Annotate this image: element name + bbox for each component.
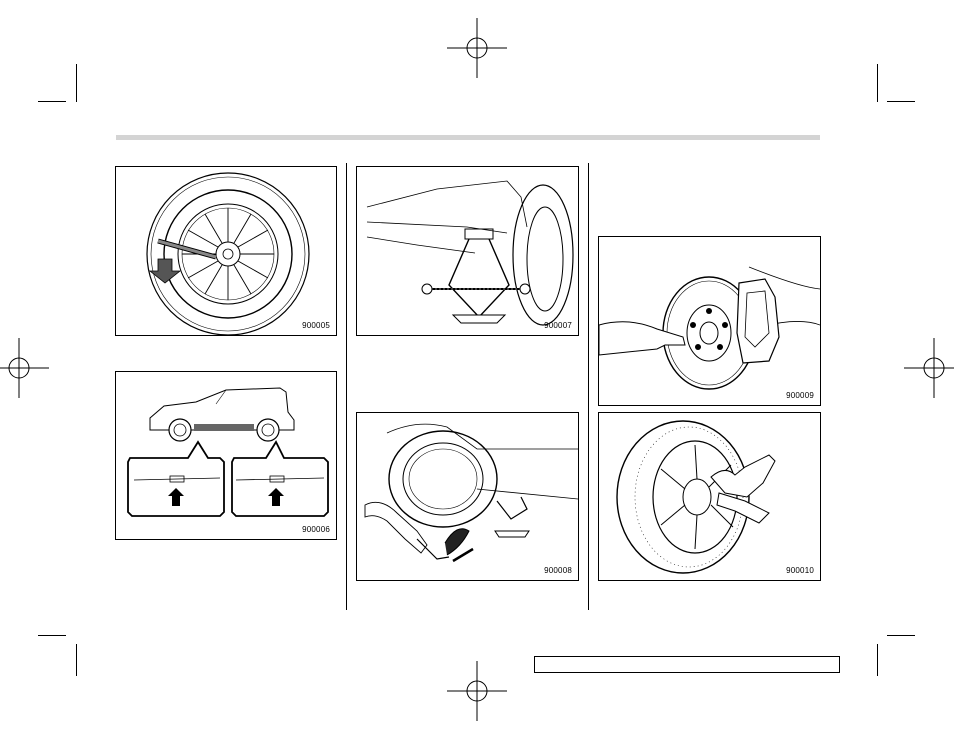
jack-points-diagram-icon: [116, 372, 336, 539]
registration-mark-bottom-icon: [447, 661, 507, 721]
figure-code: 900009: [786, 391, 814, 400]
crop-mark-bottom-right-vertical: [877, 644, 878, 676]
header-rule: [116, 135, 820, 140]
figure-loosen-wheel-nuts: 900005: [115, 166, 337, 336]
raising-vehicle-with-jack-icon: [357, 413, 578, 580]
column-divider-right: [588, 163, 589, 610]
brake-disc-hub-icon: [599, 237, 820, 405]
figure-clean-hub: 900009: [598, 236, 821, 406]
crop-mark-top-left-horizontal: [38, 101, 66, 102]
crop-mark-bottom-left-horizontal: [38, 635, 66, 636]
registration-mark-left-icon: [0, 338, 49, 398]
figure-code: 900005: [302, 321, 330, 330]
figure-code: 900008: [544, 566, 572, 575]
figure-jack-points: 900006: [115, 371, 337, 540]
mounting-wheel-icon: [599, 413, 820, 580]
figure-raise-vehicle: 900008: [356, 412, 579, 581]
crop-mark-bottom-left-vertical: [76, 644, 77, 676]
lug-wrench-loosening-icon: [116, 167, 336, 335]
figure-code: 900006: [302, 525, 330, 534]
crop-mark-top-right-vertical: [877, 64, 878, 102]
figure-mount-wheel: 900010: [598, 412, 821, 581]
page-footer-box: [534, 656, 840, 673]
registration-mark-top-icon: [447, 18, 507, 78]
crop-mark-top-left-vertical: [76, 64, 77, 102]
crop-mark-bottom-right-horizontal: [887, 635, 915, 636]
figure-code: 900010: [786, 566, 814, 575]
figure-code: 900007: [544, 321, 572, 330]
scissor-jack-under-car-icon: [357, 167, 578, 335]
column-divider-left: [346, 163, 347, 610]
crop-mark-top-right-horizontal: [887, 101, 915, 102]
registration-mark-right-icon: [904, 338, 954, 398]
figure-scissor-jack-position: 900007: [356, 166, 579, 336]
